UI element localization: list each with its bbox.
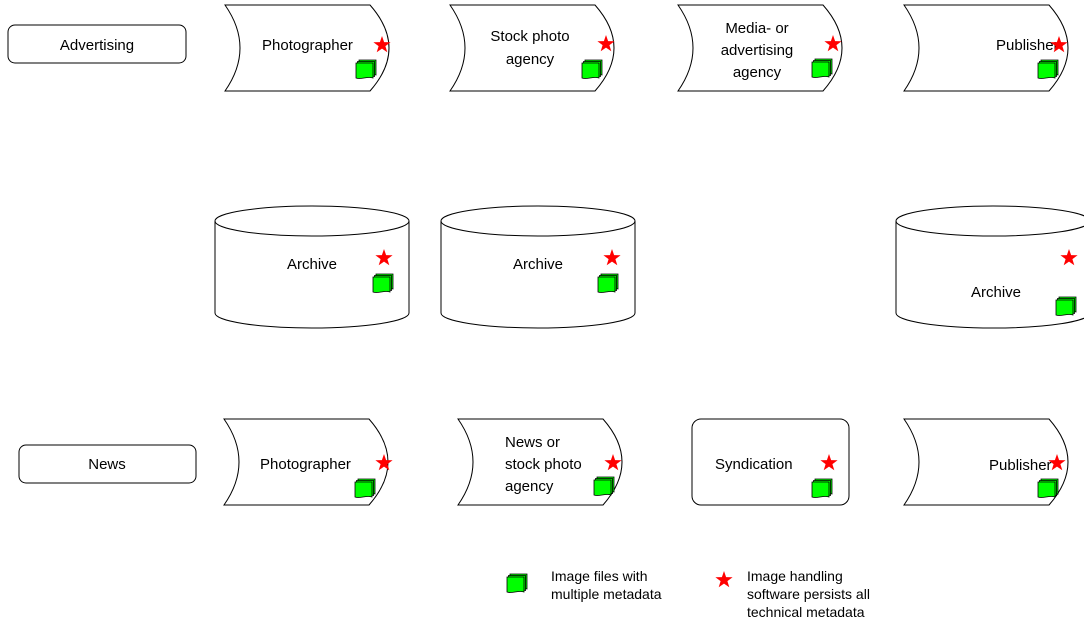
node-label: Publisher [989,457,1052,474]
image-files-icon [597,273,619,293]
node-news-photographer: Photographer [223,418,393,506]
node-archive-agency: Archive [440,205,636,329]
legend-star-line-1: Image handling [747,568,843,584]
node-label-line-2: advertising [721,42,794,59]
image-files-icon [593,476,615,496]
node-label: Photographer [262,37,353,54]
image-files-icon [355,59,377,79]
category-advertising: Advertising [7,24,187,64]
node-label-line-1: Stock photo [490,28,569,45]
legend-star-line-3: technical metadata [747,604,865,620]
node-label-line-3: agency [733,64,782,81]
node-label: Syndication [715,456,793,473]
image-files-icon [581,59,603,79]
node-label: Archive [513,256,563,273]
image-files-icon [506,573,528,593]
node-adv-publisher: Publisher [903,4,1069,92]
node-label-line-3: agency [505,478,554,495]
legend-star-line-2: software persists all [747,586,870,602]
legend-files: Image files with multiple metadata [506,568,662,602]
legend: Image files with multiple metadata Image… [506,568,870,620]
node-news-syndication: Syndication [691,418,850,506]
image-files-icon [811,478,833,498]
node-adv-stock-photo-agency: Stock photo agency [449,4,615,92]
node-news-publisher: Publisher [903,418,1069,506]
node-adv-media-agency: Media- or advertising agency [677,4,843,92]
node-archive-photographer: Archive [214,205,410,329]
image-files-icon [811,58,833,78]
image-files-icon [1055,296,1077,316]
node-label: Archive [971,284,1021,301]
image-files-icon [354,478,376,498]
legend-star: Image handling software persists all tec… [715,568,870,620]
category-news: News [18,444,197,484]
image-files-icon [1037,59,1059,79]
node-adv-photographer: Photographer [224,4,391,92]
legend-files-line-2: multiple metadata [551,586,662,602]
node-label-line-2: stock photo [505,456,582,473]
node-label-line-2: agency [506,51,555,68]
node-label-line-1: Media- or [725,20,788,37]
node-label-line-1: News or [505,434,560,451]
node-news-agency: News or stock photo agency [457,418,623,506]
node-label: Photographer [260,456,351,473]
legend-files-line-1: Image files with [551,568,647,584]
node-archive-publisher: Archive [895,205,1084,329]
node-label: Publisher [996,37,1059,54]
image-files-icon [372,273,394,293]
category-news-label: News [88,456,126,473]
category-advertising-label: Advertising [60,37,134,54]
node-label: Archive [287,256,337,273]
star-icon [715,571,733,588]
image-files-icon [1037,478,1059,498]
